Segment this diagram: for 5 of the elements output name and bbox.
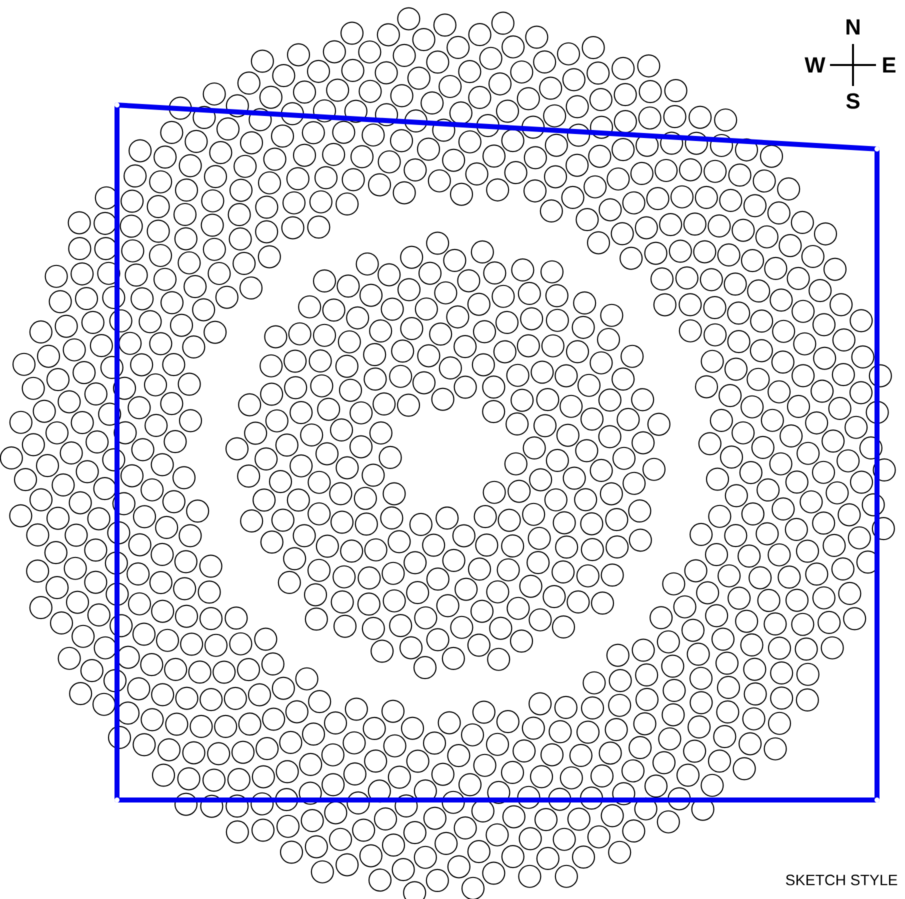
compass-letter: S (846, 93, 860, 109)
compass-letter: N (846, 19, 860, 35)
credit-text: SKETCH STYLE (786, 874, 898, 886)
compass-letter: E (883, 57, 896, 73)
compass-letter: W (804, 57, 826, 73)
